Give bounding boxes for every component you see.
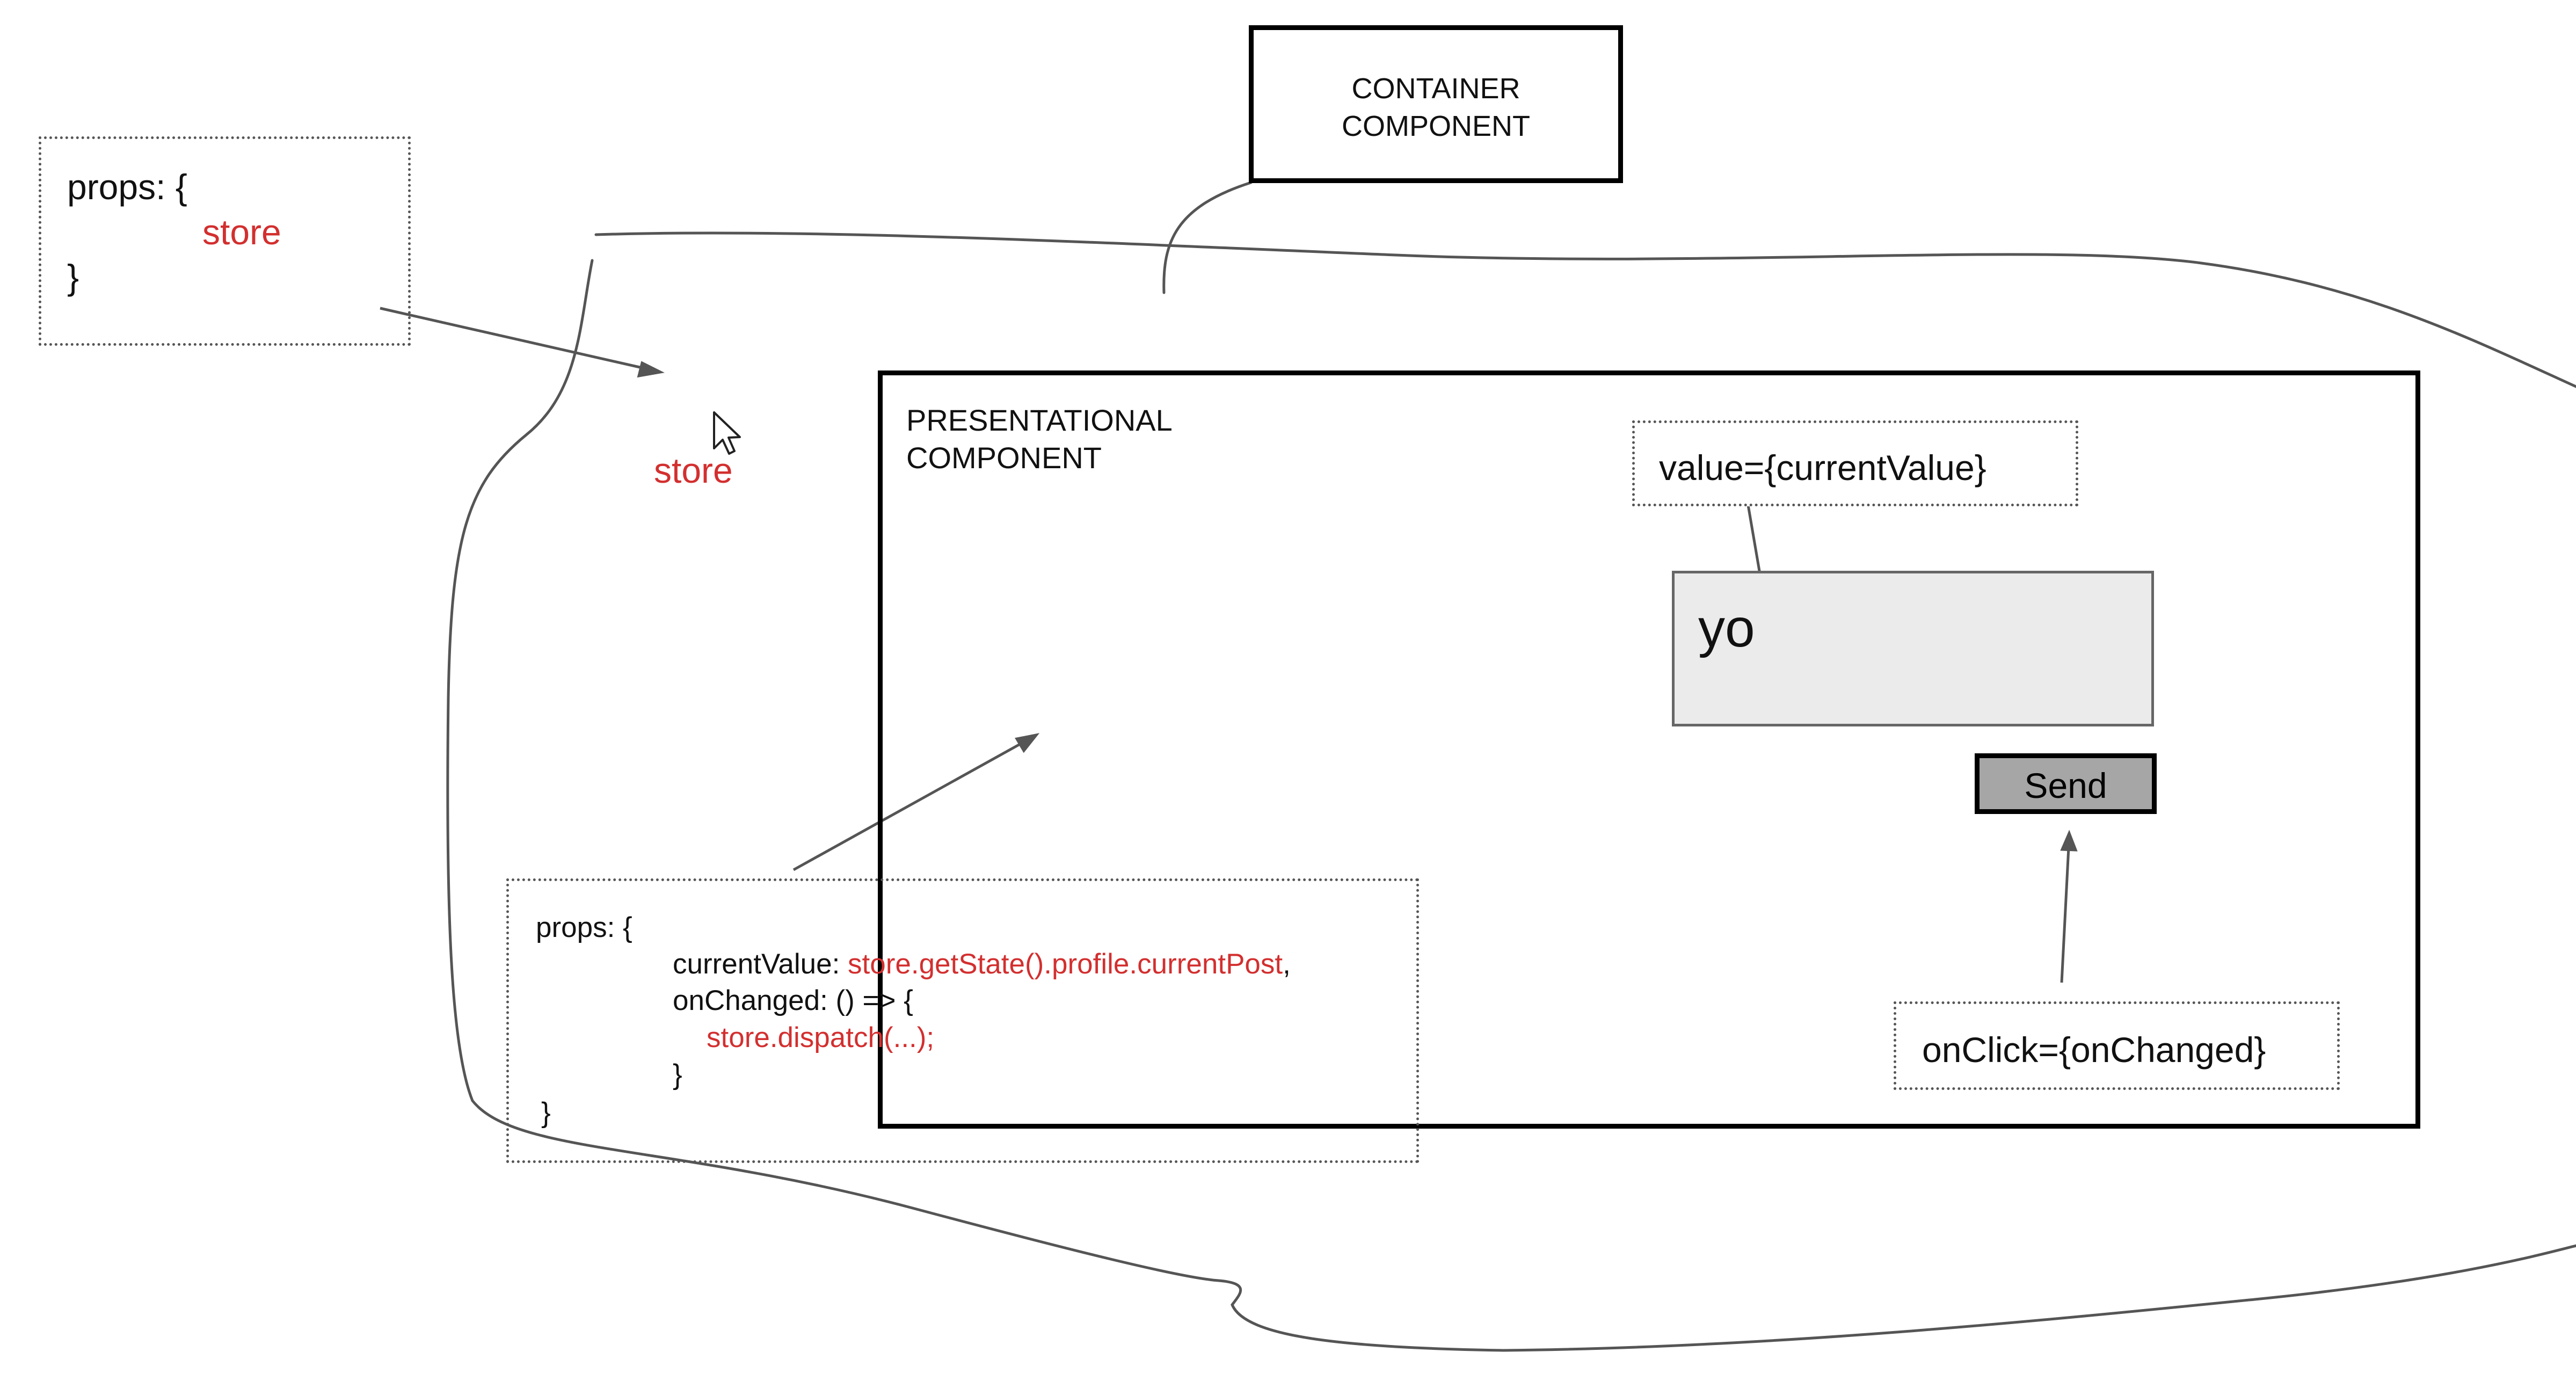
container-label-line1: CONTAINER: [1351, 72, 1520, 105]
bottom-props-close: }: [541, 1097, 551, 1129]
presentational-component-box: PRESENTATIONAL COMPONENT: [878, 370, 2420, 1129]
bottom-props-inner-close: }: [673, 1059, 682, 1091]
cursor-icon: [713, 411, 741, 455]
current-value-key: currentValue:: [673, 948, 848, 980]
top-props-note: props: { store }: [39, 136, 411, 346]
onclick-note-text: onClick={onChanged}: [1922, 1030, 2266, 1070]
container-boundary-outline-left: [446, 259, 2576, 1352]
onclick-note: onClick={onChanged}: [1894, 1001, 2340, 1090]
message-input[interactable]: yo: [1672, 571, 2154, 726]
presentational-label-line1: PRESENTATIONAL: [906, 403, 1173, 437]
bottom-props-current-value: currentValue: store.getState().profile.c…: [673, 950, 1291, 978]
send-button-label: Send: [2024, 766, 2107, 805]
current-value-expr: store.getState().profile.currentPost: [848, 948, 1283, 980]
top-props-store: store: [202, 212, 281, 252]
presentational-label-line2: COMPONENT: [906, 441, 1102, 475]
message-input-value: yo: [1698, 598, 1755, 658]
send-button[interactable]: Send: [1975, 753, 2157, 814]
container-boundary-outline: [594, 231, 2576, 388]
props-arrow: [792, 733, 1040, 871]
container-component-box: CONTAINER COMPONENT: [1249, 25, 1623, 183]
store-label: store: [654, 450, 733, 490]
bottom-props-note: props: { currentValue: store.getState().…: [506, 878, 1419, 1163]
container-label-connector: [1162, 181, 1253, 294]
bottom-props-on-changed: onChanged: () => {: [673, 985, 913, 1016]
container-label-line2: COMPONENT: [1342, 110, 1530, 142]
bottom-props-dispatch: store.dispatch(...);: [707, 1022, 935, 1053]
value-note: value={currentValue}: [1632, 420, 2078, 506]
top-props-open: props: {: [67, 167, 187, 207]
current-value-comma: ,: [1283, 948, 1291, 980]
top-props-close: }: [67, 257, 79, 297]
onclick-arrow: [2060, 830, 2078, 983]
store-arrow: [380, 307, 665, 378]
value-note-text: value={currentValue}: [1659, 448, 1986, 488]
bottom-props-open: props: {: [536, 912, 632, 943]
